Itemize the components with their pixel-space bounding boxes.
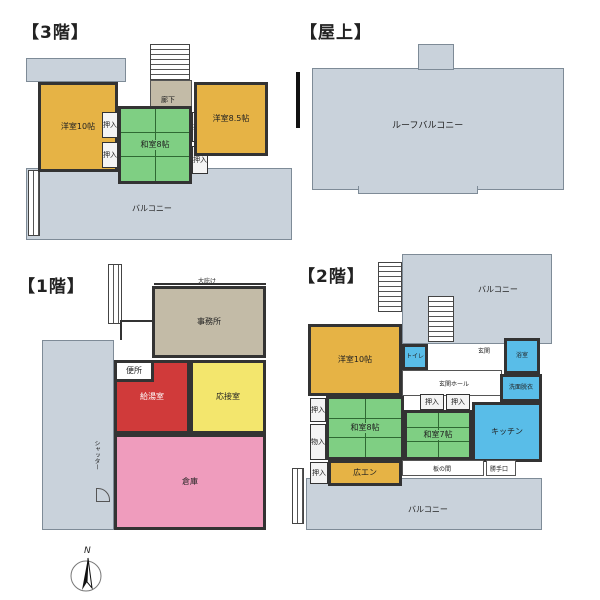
stairs-3f [150,44,190,80]
room-2f-katteguchi: 勝手口 [486,460,516,476]
closet-2f-1: 押入 [420,394,444,410]
room-1f-office-label: 事務所 [197,316,221,326]
room-2f-itanoma: 板の間 [402,460,484,476]
room-3f-japanese-label: 和室8帖 [139,139,171,151]
room-2f-washroom-label: 洗面脱衣 [508,383,533,391]
roof-balcony-label: ルーフバルコニー [392,121,464,131]
room-1f-toilet-label: 便所 [126,365,142,375]
shutter-1f-label: シャッター [93,440,100,470]
room-2f-bath: 浴室 [504,338,540,374]
floor-label-roof: 【屋上】 [300,23,372,43]
room-3f-western-right: 洋室8.5帖 [194,82,268,156]
room-3f-western-left: 洋室10帖 [38,82,118,172]
balcony-3f-label: バルコニー [132,204,172,213]
hall-3f-label: 廊下 [161,96,175,104]
room-1f-warehouse: 倉庫 [114,434,266,530]
room-2f-toilet-label: トイレ [405,352,424,360]
eaves-1f-label: 大庇け [198,278,217,285]
roof-balcony-bottom [358,186,478,194]
compass-n-label: N [84,546,91,556]
room-2f-katteguchi-label: 勝手口 [490,466,509,473]
floor-label-2f: 【2階】 [298,267,365,287]
room-2f-western-label: 洋室10帖 [337,354,373,364]
room-3f-western-left-label: 洋室10帖 [60,121,96,131]
room-2f-western: 洋室10帖 [308,324,402,396]
room-2f-japanese-right: 和室7帖 [404,410,472,460]
hall-3f: 廊下 [150,80,192,108]
room-2f-itanoma-label: 板の間 [433,466,452,473]
room-1f-reception: 応接室 [190,360,266,434]
wall-1f-left [120,320,154,340]
hall-2f-entrance: 玄関ホール [402,370,502,396]
room-1f-reception-label: 応接室 [216,391,240,401]
room-2f-kitchen-label: キッチン [491,426,523,436]
room-2f-japanese-right-label: 和室7帖 [422,429,454,441]
room-1f-warehouse-label: 倉庫 [182,476,198,486]
hall-2f-entrance-label: 玄関ホール [439,381,470,388]
balcony-2f-bottom [306,478,542,530]
roof-edge-bar [296,72,300,128]
north-arrow-icon [70,557,102,592]
room-2f-hiroen: 広エン [328,460,402,486]
closet-3f-2: 押入 [102,142,118,168]
room-1f-boiler-label: 給湯室 [140,391,164,401]
room-2f-kitchen: キッチン [472,402,542,462]
storage-2f: 物入 [310,424,326,460]
room-3f-japanese: 和室8帖 [118,106,192,184]
eaves-1f-line [154,283,266,285]
balcony-2f-top [402,254,552,344]
balcony-2f-top-label: バルコニー [478,285,518,294]
room-2f-japanese-left: 和室8帖 [326,396,404,460]
stairs-3f-railing [28,170,40,236]
closet-2f-4: 押入 [310,462,328,484]
stairs-2f-top [378,262,402,312]
stairs-1f-outer [108,264,122,324]
room-3f-western-right-label: 洋室8.5帖 [212,113,250,123]
room-2f-washroom: 洗面脱衣 [500,374,542,402]
room-2f-bath-label: 浴室 [515,351,528,359]
roof-balcony-top [418,44,454,70]
entrance-2f-label: 玄関 [478,348,491,355]
room-2f-japanese-left-label: 和室8帖 [349,422,381,434]
closet-2f-3: 押入 [310,398,326,422]
roof-balcony-area [312,68,564,190]
room-2f-toilet: トイレ [402,344,428,370]
closet-2f-2: 押入 [446,394,470,410]
floor-label-1f: 【1階】 [18,277,85,297]
floor-label-3f: 【3階】 [22,23,89,43]
closet-3f-1: 押入 [102,112,118,138]
compass: N [68,546,104,594]
balcony-2f-bottom-label: バルコニー [408,505,448,514]
room-1f-office: 事務所 [152,286,266,358]
stairs-2f-inner [428,296,454,342]
stairs-2f-outer [292,468,304,524]
room-1f-toilet: 便所 [114,360,154,382]
room-2f-hiroen-label: 広エン [353,467,377,477]
balcony-3f-left-strip [26,58,126,82]
